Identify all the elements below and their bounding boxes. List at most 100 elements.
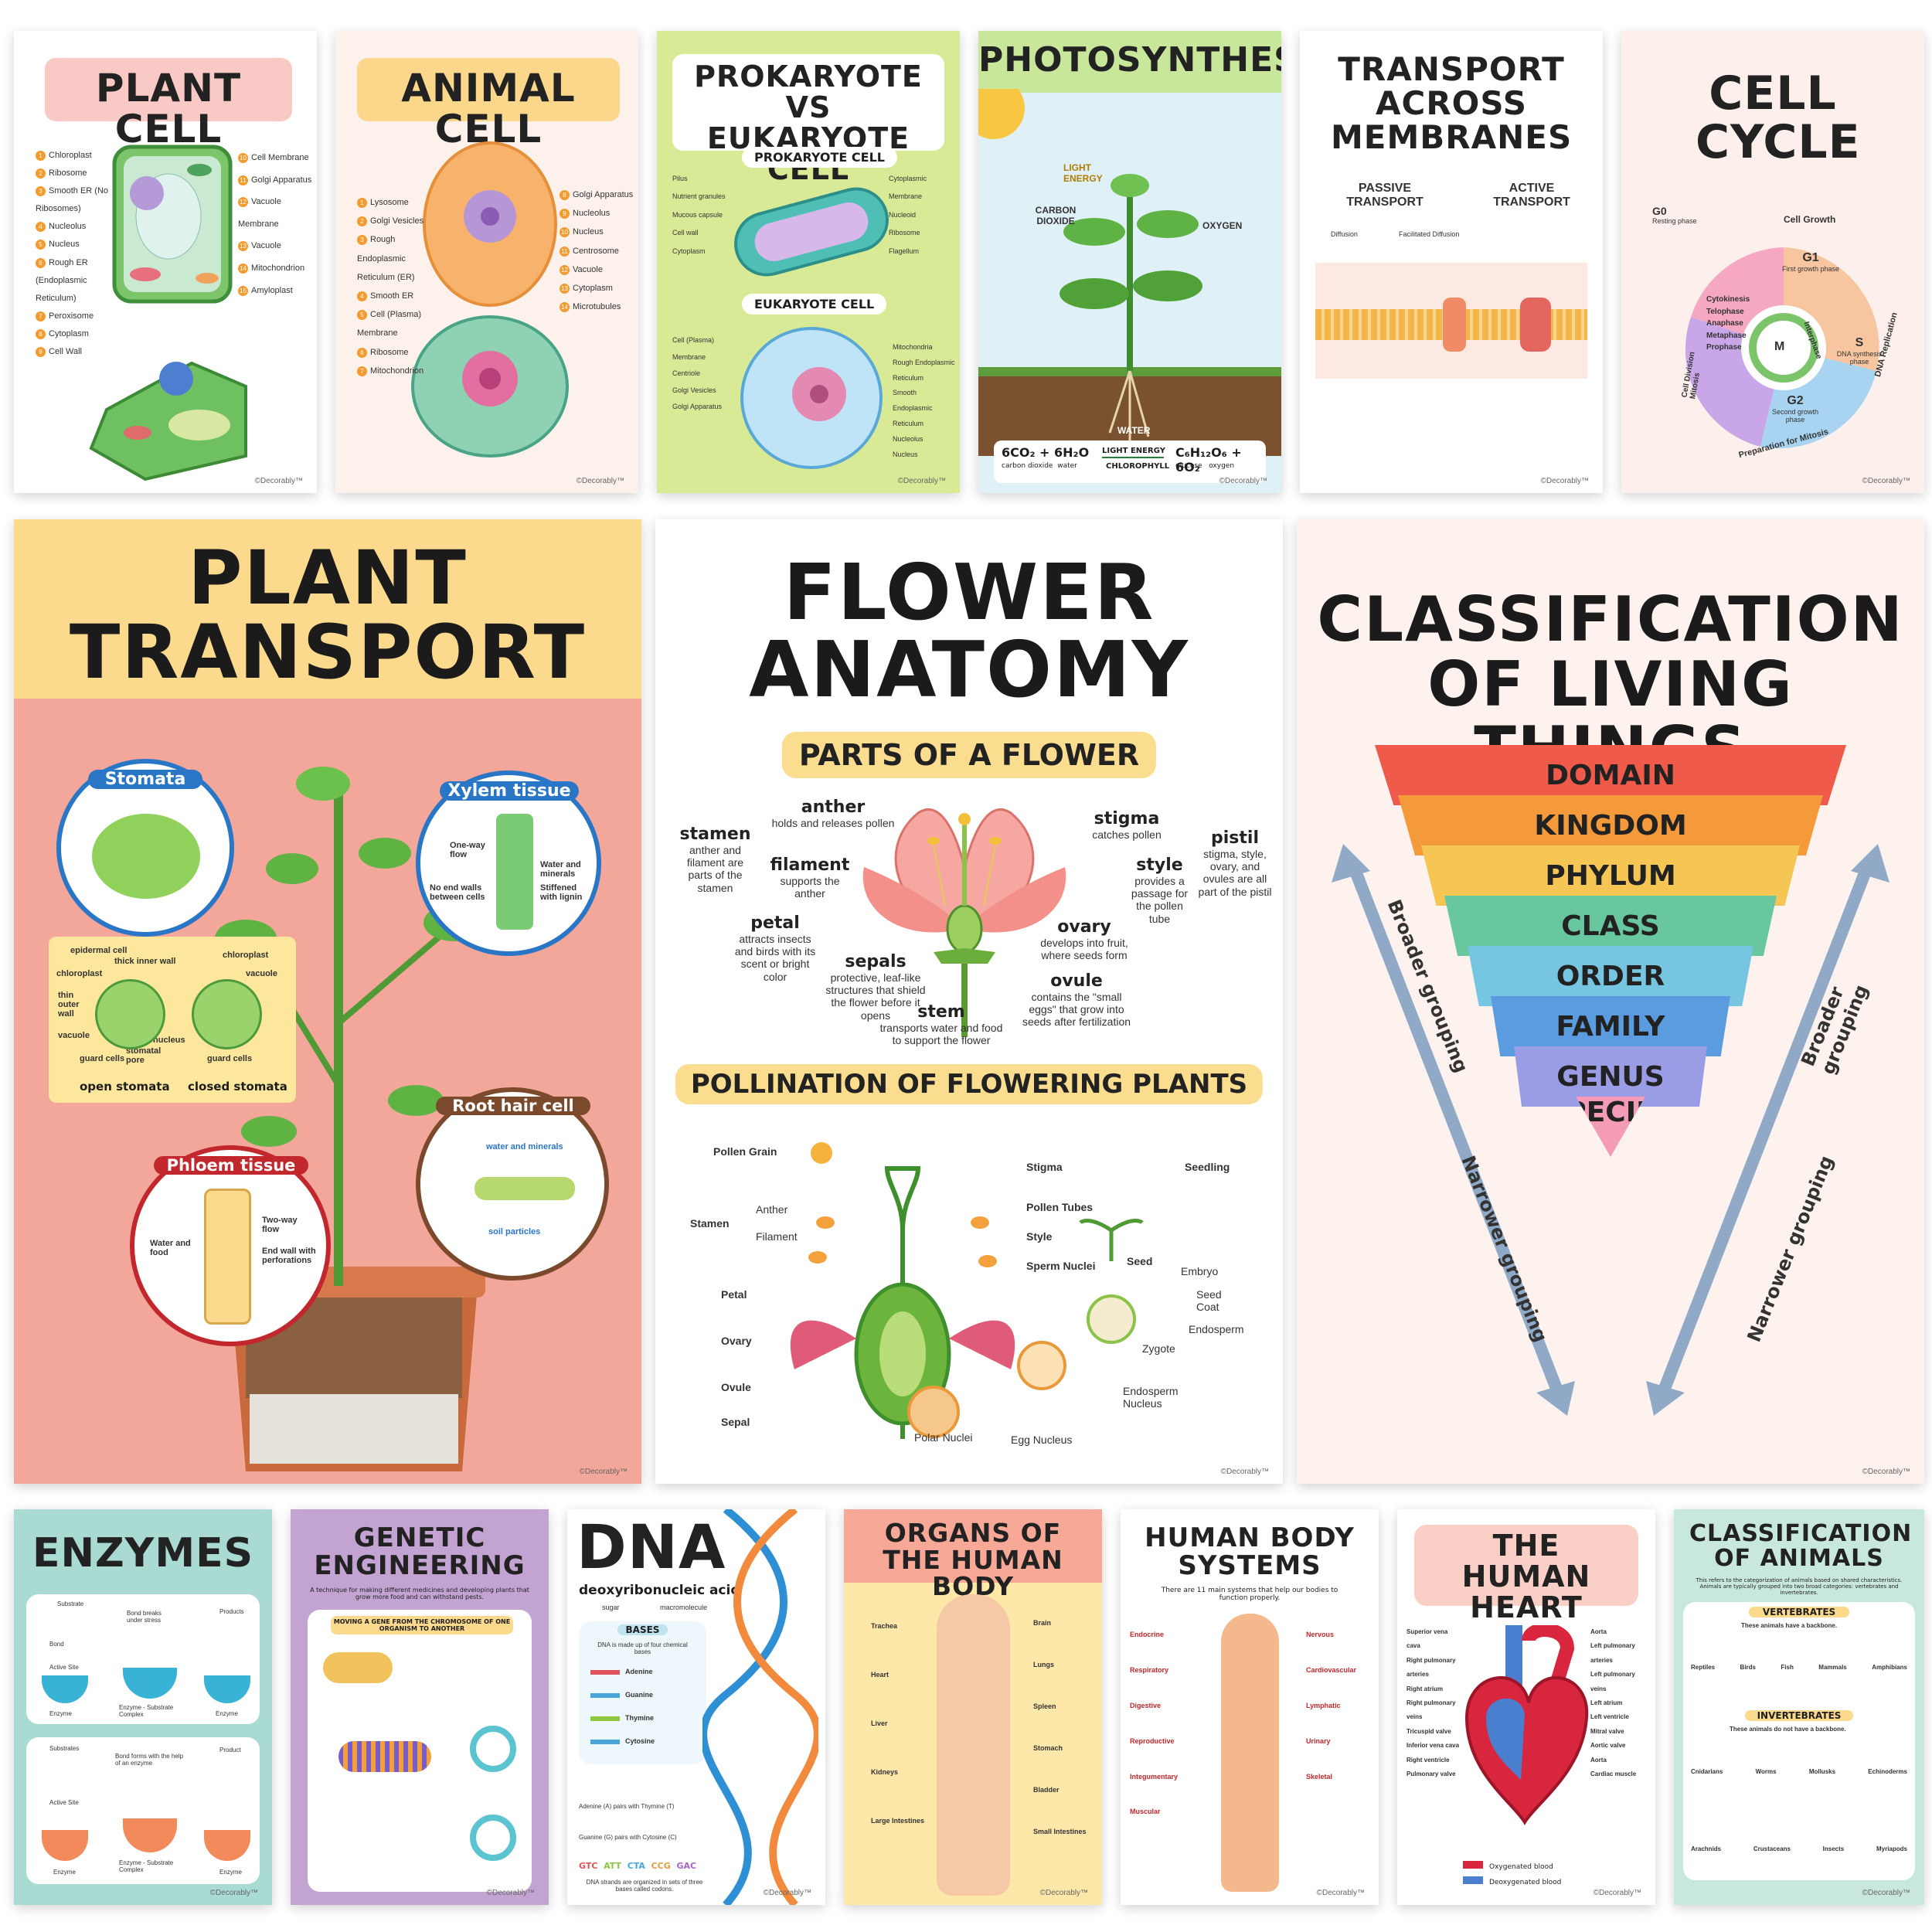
enzyme-breakdown-card: Substrate Bond breaks under stress Produ… (26, 1594, 260, 1724)
brand-mark: ©Decorably™ (1220, 1468, 1269, 1476)
stomata-label: guard cells (80, 1054, 125, 1063)
pollination-label: Polar Nuclei (914, 1431, 973, 1444)
enzyme-label: Active Site (49, 1799, 79, 1806)
title-pill (672, 54, 944, 151)
title-pill (1414, 1525, 1638, 1606)
dna-helix-shape (338, 1741, 431, 1772)
brand-mark: ©Decorably™ (579, 1468, 628, 1476)
enzyme-shape (42, 1675, 88, 1703)
oxygen-label: OXYGEN (1202, 220, 1243, 231)
plasmid-shape (470, 1726, 516, 1772)
poster-genetic-engineering[interactable]: GENETIC ENGINEERING A technique for maki… (291, 1509, 549, 1905)
base-thymine: Thymine (625, 1714, 655, 1722)
macromolecule-label: macromolecule (660, 1604, 708, 1611)
pancreas-shape (323, 1652, 393, 1683)
poster-prokaryote-eukaryote[interactable]: PROKARYOTE VS EUKARYOTE CELL PROKARYOTE … (657, 31, 960, 493)
poster-subtitle: This refers to the categorization of ani… (1696, 1577, 1903, 1596)
pollination-label: Ovary (721, 1335, 752, 1347)
water-label: WATER (1117, 425, 1151, 436)
title-band (844, 1509, 1102, 1583)
enzyme-label: Enzyme - Substrate Complex (119, 1704, 174, 1718)
poster-body-systems[interactable]: HUMAN BODY SYSTEMS There are 11 main sys… (1121, 1509, 1379, 1905)
pollination-label: Endosperm Nucleus (1123, 1385, 1179, 1410)
brand-mark: ©Decorably™ (1862, 1889, 1910, 1897)
body-figure (1221, 1614, 1279, 1892)
title-pill (45, 58, 292, 121)
pollination-heading: POLLINATION OF FLOWERING PLANTS (675, 1064, 1264, 1104)
funnel-level-genus: GENUS (1514, 1046, 1707, 1107)
enzyme-label: Enzyme (216, 1710, 238, 1717)
root-note: soil particles (488, 1227, 541, 1236)
open-stomata-drawing (95, 979, 165, 1049)
poster-enzymes[interactable]: ENZYMES Substrate Bond breaks under stre… (14, 1509, 272, 1905)
open-stomata-caption: open stomata (80, 1080, 170, 1094)
pair-note: Adenine (A) pairs with Thymine (T) (579, 1803, 675, 1810)
base-guanine: Guanine (625, 1691, 654, 1699)
vertebrates-card: VERTEBRATES These animals have a backbon… (1683, 1602, 1915, 1880)
enzyme-label: Products (219, 1608, 244, 1615)
codon-row: GTC ATT CTA CCG GAC (579, 1861, 697, 1871)
bases-heading: BASES (617, 1624, 668, 1635)
poster-photosynthesis[interactable]: PHOTOSYNTHESIS LIGHT ENERGY CARBON DIOXI… (978, 31, 1281, 493)
body-silhouette (937, 1594, 1010, 1896)
funnel-level-kingdom: KINGDOM (1398, 795, 1823, 855)
pollination-label: Ovule (721, 1381, 751, 1393)
xylem-note: No end walls between cells (430, 883, 485, 902)
base-bar-cytosine (590, 1740, 620, 1744)
root-hair-drawing (474, 1177, 575, 1200)
poster-dna[interactable]: DNA deoxyribonucleic acid sugar macromol… (567, 1509, 825, 1905)
xylem-note: One-way flow (450, 841, 485, 859)
enzyme-shape (123, 1668, 177, 1699)
pollination-diagram (790, 1142, 1144, 1439)
phloem-note: Two-way flow (262, 1216, 298, 1234)
pollination-label: Pollen Grain (713, 1145, 777, 1158)
base-bar-guanine (590, 1693, 620, 1698)
title-band (978, 31, 1281, 93)
stomata-label: thin outer wall (58, 991, 80, 1019)
poster-classification-animals[interactable]: CLASSIFICATION OF ANIMALS This refers to… (1674, 1509, 1924, 1905)
enzyme-shape (123, 1818, 177, 1852)
enzyme-label: Active Site (49, 1664, 79, 1671)
poster-subtitle: deoxyribonucleic acid (579, 1583, 740, 1598)
gene-transfer-card: MOVING A GENE FROM THE CHROMOSOME OF ONE… (308, 1610, 532, 1892)
closed-stomata-drawing (192, 979, 262, 1049)
brand-mark: ©Decorably™ (1862, 1468, 1910, 1476)
phloem-tube (204, 1189, 251, 1325)
dna-helix (702, 1509, 818, 1905)
phloem-heading: Phloem tissue (154, 1156, 308, 1175)
sun-icon (978, 89, 1025, 139)
legend-deoxygenated: Deoxygenated blood (1463, 1876, 1561, 1886)
parts-heading: PARTS OF A FLOWER (781, 732, 1157, 778)
brand-mark: ©Decorably™ (897, 477, 946, 485)
brand-mark: ©Decorably™ (763, 1889, 811, 1897)
equation-reactants: 6CO₂ + 6H₂O (1002, 445, 1090, 460)
pollination-label: Endosperm (1189, 1323, 1244, 1335)
pollination-label: Style (1026, 1230, 1053, 1243)
pollination-label: Sperm Nuclei (1026, 1260, 1096, 1272)
poster-transport-membranes[interactable]: TRANSPORT ACROSS MEMBRANES PASSIVE TRANS… (1300, 31, 1603, 493)
xylem-heading: Xylem tissue (440, 781, 579, 801)
poster-subtitle: There are 11 main systems that help our … (1161, 1587, 1338, 1602)
phloem-circle: Phloem tissue Water and food Two-way flo… (130, 1145, 331, 1346)
